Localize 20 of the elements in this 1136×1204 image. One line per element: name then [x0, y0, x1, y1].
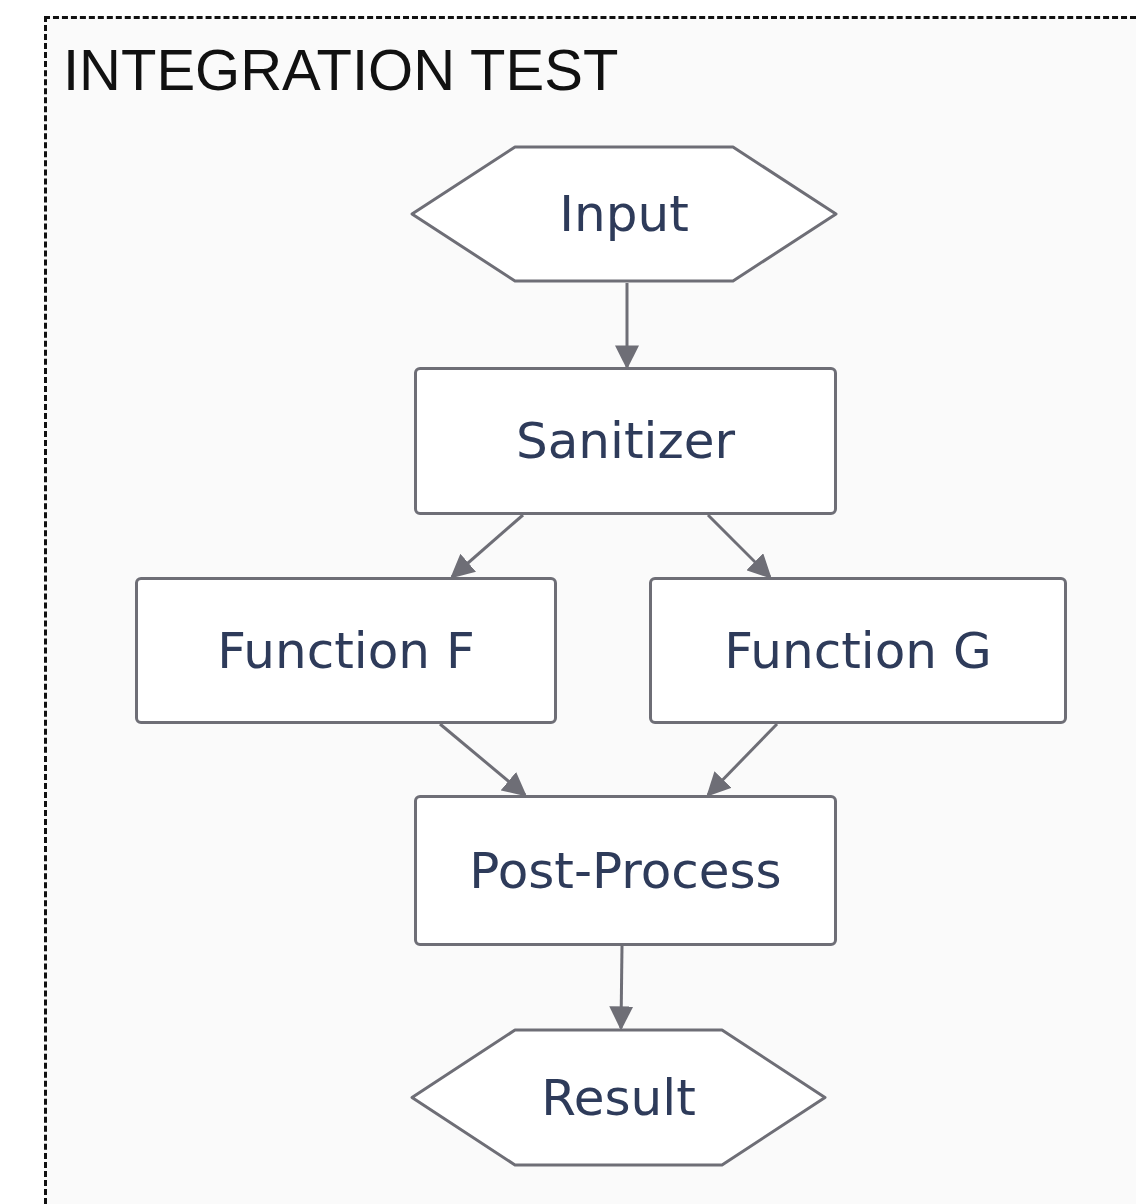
process-box — [414, 795, 837, 946]
node-label: Function G — [724, 621, 992, 680]
arrow — [706, 513, 772, 579]
node-label: Post-Process — [469, 841, 782, 900]
arrow — [450, 513, 524, 579]
node-label: Result — [541, 1068, 696, 1127]
process-box — [135, 577, 557, 724]
hexagon-node — [410, 145, 838, 283]
arrow — [706, 722, 779, 797]
arrow — [615, 283, 639, 370]
arrow — [439, 722, 527, 797]
hexagon-node — [410, 1028, 827, 1167]
group-frame — [44, 16, 1136, 1204]
process-box — [414, 367, 837, 515]
group-title: INTEGRATION TEST — [63, 41, 619, 99]
node-label: Input — [559, 185, 689, 243]
arrow — [609, 945, 634, 1031]
process-box — [649, 577, 1067, 724]
node-label: Sanitizer — [516, 412, 735, 470]
node-label: Function F — [217, 621, 475, 680]
